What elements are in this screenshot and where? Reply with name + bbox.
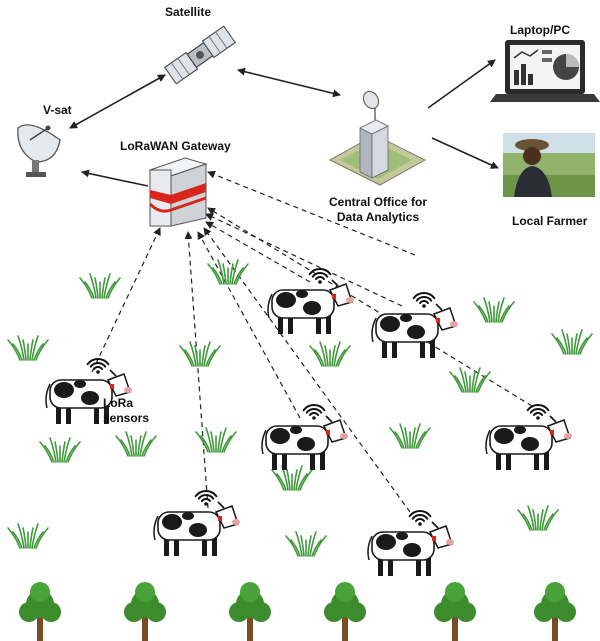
grass-icon <box>195 427 237 453</box>
grass-icon <box>551 329 593 355</box>
grass-field <box>7 259 593 557</box>
arrow-satellite-vsat <box>69 74 166 129</box>
grass-icon <box>115 431 157 457</box>
wifi-signal-icon <box>526 404 550 420</box>
central-office-label: Central Office for Data Analytics <box>328 195 428 225</box>
cow-icon <box>267 279 354 334</box>
lora-link <box>184 231 209 509</box>
farmer-photo-icon <box>503 133 595 197</box>
farmer-label: Local Farmer <box>512 214 588 228</box>
grass-icon <box>309 341 351 367</box>
wifi-signal-icon <box>308 268 332 284</box>
lora-sensors-label-line2: sensors <box>103 411 150 425</box>
vsat-label: V-sat <box>43 103 72 117</box>
grass-icon <box>517 505 559 531</box>
arrow-office-farmer <box>431 137 499 169</box>
lora-links <box>91 170 533 513</box>
tree-icon <box>124 582 166 641</box>
central-office-label-line1: Central Office for <box>328 195 427 209</box>
satellite-icon <box>163 25 237 85</box>
cattle-herd <box>45 268 572 576</box>
grass-icon <box>79 273 121 299</box>
cow-icon <box>153 501 240 556</box>
lora-sensors-label-line1: LoRa <box>103 396 133 410</box>
lora-link <box>91 227 161 373</box>
grass-icon <box>179 341 221 367</box>
tree-icon <box>434 582 476 641</box>
gateway-label: LoRaWAN Gateway <box>120 139 231 153</box>
grass-icon <box>285 531 327 557</box>
wifi-signal-icon <box>412 292 436 308</box>
arrow-gateway-vsat <box>81 169 149 187</box>
lora-sensors-label: LoRa sensors <box>103 396 149 426</box>
tree-row <box>19 582 576 641</box>
laptop-icon <box>490 40 600 102</box>
satellite-label: Satellite <box>165 5 212 19</box>
cow-icon <box>485 415 572 470</box>
satellite-dish-icon <box>17 124 61 177</box>
wifi-signal-icon <box>408 510 432 526</box>
server-icon <box>148 157 208 227</box>
lora-link <box>207 170 416 256</box>
tree-icon <box>229 582 271 641</box>
grass-icon <box>207 259 249 285</box>
arrow-office-laptop <box>427 59 496 109</box>
grass-icon <box>39 437 81 463</box>
arrow-satellite-office <box>237 67 341 98</box>
grass-icon <box>473 297 515 323</box>
grass-icon <box>7 523 49 549</box>
cow-icon <box>261 415 348 470</box>
grass-icon <box>449 367 491 393</box>
cow-icon <box>45 369 132 424</box>
wifi-signal-icon <box>302 404 326 420</box>
cow-icon <box>367 521 454 576</box>
laptop-label: Laptop/PC <box>510 23 570 37</box>
grass-icon <box>7 335 49 361</box>
cow-icon <box>371 303 458 358</box>
lora-link <box>205 221 311 283</box>
wifi-signal-icon <box>194 490 218 506</box>
solid-connections <box>69 59 499 187</box>
lora-link <box>205 213 403 307</box>
tree-icon <box>324 582 366 641</box>
wifi-signal-icon <box>86 358 110 374</box>
lora-link <box>197 231 301 419</box>
grass-icon <box>389 423 431 449</box>
central-office-label-line2: Data Analytics <box>336 210 420 224</box>
tree-icon <box>19 582 61 641</box>
tree-icon <box>534 582 576 641</box>
office-building-icon <box>328 90 427 186</box>
lora-link <box>207 207 533 407</box>
grass-icon <box>271 465 313 491</box>
